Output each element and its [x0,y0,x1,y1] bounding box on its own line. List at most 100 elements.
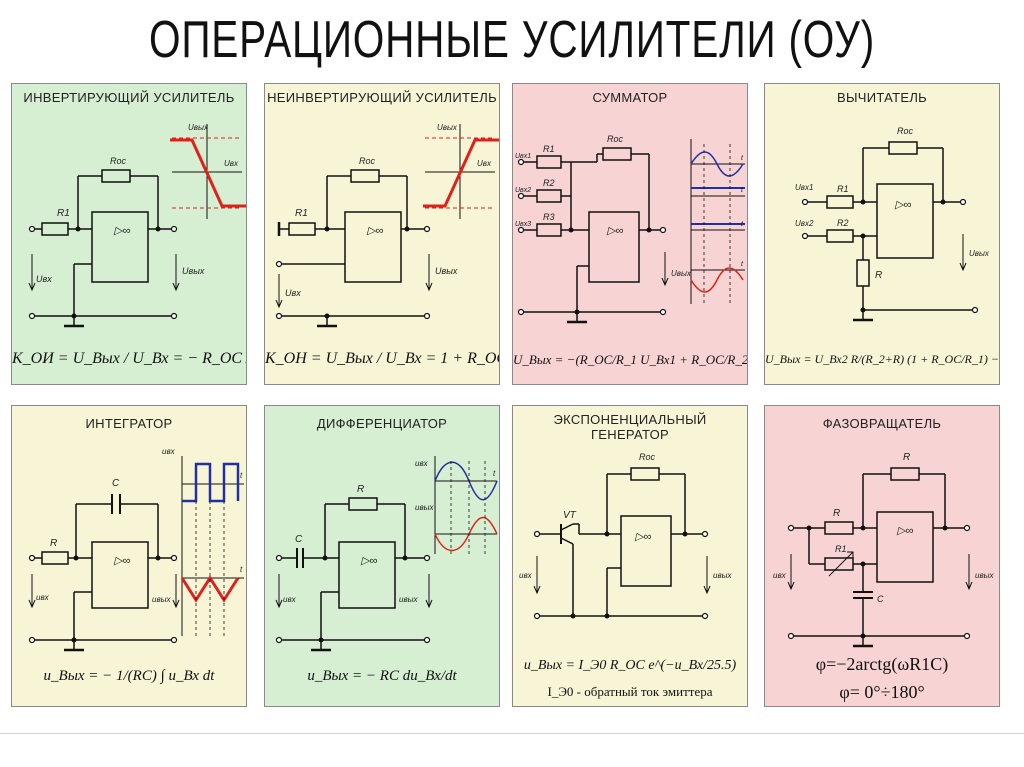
opamp [91,211,149,283]
svg-text:uвх: uвх [773,571,787,580]
svg-text:R1: R1 [837,184,849,194]
formula: φ=−2arctg(ωR1C) [815,654,949,674]
svg-text:Uвх: Uвх [477,159,492,168]
formula: U_Вых = −(R_ОС/R_1 U_Вх1 + R_ОС/R_2 U_Вх… [513,352,748,367]
panel-title: ИНТЕГРАТОР [85,416,173,431]
svg-text:VT: VT [563,510,577,521]
svg-text:t: t [240,565,243,574]
panel-title: ИНВЕРТИРУЮЩИЙ УСИЛИТЕЛЬ [23,90,235,105]
panel-title: СУММАТОР [592,90,668,105]
svg-text:Uвх: Uвх [224,159,239,168]
svg-text:uвх: uвх [415,459,429,468]
svg-text:R2: R2 [543,178,555,188]
svg-text:▷∞: ▷∞ [896,525,913,537]
svg-text:▷∞: ▷∞ [634,531,651,543]
svg-text:Uвх2: Uвх2 [795,219,814,228]
svg-text:Roc: Roc [639,452,656,462]
subtractor-schematic: R1 R2 R Roc Uвх1 Uвх2 ▷∞ Uвых [795,126,990,322]
svg-text:uвых: uвых [152,595,172,604]
svg-text:Roc: Roc [359,156,376,166]
svg-text:Roc: Roc [897,126,914,136]
exponential-schematic: VT Roc ▷∞ uвх uвых [519,452,733,620]
svg-text:t: t [240,471,243,480]
formula: K_ОН = U_Вых / U_Вх = 1 + R_ОС / R_1 [265,350,499,367]
svg-text:R2: R2 [837,218,849,228]
svg-text:t: t [741,155,744,162]
svg-text:▷∞: ▷∞ [360,555,377,567]
svg-text:t: t [741,187,744,194]
panel-inverting: ИНВЕРТИРУЮЩИЙ УСИЛИТЕЛЬ [11,83,247,385]
svg-text:▷∞: ▷∞ [113,555,130,567]
svg-text:▷∞: ▷∞ [366,225,383,237]
formula: u_Вых = I_Э0 R_ОС e^(−u_Вх/25.5) [523,658,737,673]
svg-text:Uвых: Uвых [182,266,205,276]
svg-text:R: R [833,508,840,519]
formula-note: I_Э0 - обратный ток эмиттера [547,684,713,699]
differentiator-schematic: C R ▷∞ uвх uвых uвх uвых t [275,456,498,652]
svg-text:uвх: uвх [519,571,533,580]
svg-text:Uвых: Uвых [437,123,458,132]
svg-text:▷∞: ▷∞ [894,199,911,211]
noninverting-schematic: R1 Roc ▷∞ Uвх Uвых Uвых Uвх [275,123,499,328]
formula: K_ОИ = U_Вых / U_Вх = − R_ОС / R_1 [12,350,246,367]
panel-title: ЭКСПОНЕНЦИАЛЬНЫЙ ГЕНЕРАТОР [553,412,707,442]
svg-text:uвых: uвых [713,571,733,580]
panel-integrator: ИНТЕГРАТОР R C ▷∞ uвх uвых uвх [11,405,247,707]
svg-text:Uвх2: Uвх2 [515,187,531,194]
footer-divider [0,733,1024,734]
svg-text:uвых: uвых [415,503,435,512]
summator-schematic: R1 R2 R3 Roc Uвх1 Uвх2 Uвх3 ▷∞ Uвых t t [515,134,745,324]
svg-text:uвых: uвых [399,595,419,604]
svg-text:Uвх3: Uвх3 [515,221,531,228]
svg-text:R1: R1 [835,544,847,554]
svg-text:Uвх: Uвх [36,274,52,284]
svg-text:Uвых: Uвых [671,269,692,278]
svg-text:C: C [295,534,303,545]
svg-text:R: R [875,270,882,281]
svg-text:R1: R1 [543,144,555,154]
poster-title: ОПЕРАЦИОННЫЕ УСИЛИТЕЛИ (ОУ) [148,11,876,69]
svg-text:Uвых: Uвых [435,266,458,276]
svg-text:Uвх1: Uвх1 [515,153,531,160]
svg-text:R3: R3 [543,212,555,222]
svg-text:Uвых: Uвых [188,123,209,132]
svg-text:uвх: uвх [36,593,50,602]
panel-title: ДИФФЕРЕНЦИАТОР [316,416,448,431]
phaseshifter-schematic: R R R1 C ▷∞ uвх uвых [773,452,995,648]
panel-differentiator: ДИФФЕРЕНЦИАТОР C R ▷∞ uвх [264,405,500,707]
panel-noninverting: НЕИНВЕРТИРУЮЩИЙ УСИЛИТЕЛЬ [264,83,500,385]
svg-text:Uвых: Uвых [969,249,990,258]
svg-text:R: R [357,484,364,495]
integrator-schematic: R C ▷∞ uвх uвых uвх t t [28,447,244,652]
formula: u_Вых = − 1/(RC) ∫ u_Вх dt [43,668,215,684]
formula: U_Вых = U_Вх2 R/(R_2+R) (1 + R_ОС/R_1) −… [765,352,999,366]
inverting-schematic: R1 Roc ▷∞ Uвх Uвых Uвых Uвх [28,123,246,328]
svg-text:▷∞: ▷∞ [113,225,130,237]
formula-range: φ= 0°÷180° [839,682,925,702]
svg-text:R: R [903,452,910,463]
svg-text:t: t [741,221,744,228]
panel-exponential: ЭКСПОНЕНЦИАЛЬНЫЙ ГЕНЕРАТОР VT [512,405,748,707]
panel-summator: СУММАТОР R1 [512,83,748,385]
panel-subtractor: ВЫЧИТАТЕЛЬ R1 R2 R [764,83,1000,385]
svg-text:C: C [112,478,120,489]
panel-title: ВЫЧИТАТЕЛЬ [836,90,928,105]
svg-text:Uвх1: Uвх1 [795,183,813,192]
formula: u_Вых = − RC du_Вх/dt [307,668,457,684]
svg-text:Roc: Roc [110,156,127,166]
svg-text:t: t [741,261,744,268]
svg-text:R1: R1 [295,208,308,219]
svg-text:Roc: Roc [607,134,624,144]
svg-text:uвх: uвх [162,447,176,456]
panel-phaseshifter: ФАЗОВРАЩАТЕЛЬ R [764,405,1000,707]
svg-text:▷∞: ▷∞ [606,225,623,237]
panel-title: НЕИНВЕРТИРУЮЩИЙ УСИЛИТЕЛЬ [267,90,497,105]
panel-title: ФАЗОВРАЩАТЕЛЬ [822,416,942,431]
svg-text:uвых: uвых [975,571,995,580]
svg-text:R: R [50,538,57,549]
svg-text:R1: R1 [57,208,70,219]
svg-text:C: C [877,594,884,604]
svg-text:Uвх: Uвх [285,288,301,298]
svg-text:uвх: uвх [283,595,297,604]
